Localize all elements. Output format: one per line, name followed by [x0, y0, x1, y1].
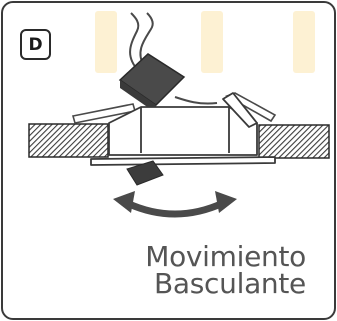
lamp-body — [126, 160, 164, 186]
fixture-housing — [90, 92, 276, 166]
ceiling-left — [28, 123, 109, 158]
step-badge: D — [20, 29, 51, 60]
caption: Movimiento Basculante — [145, 240, 306, 300]
tilting-downlight-illustration — [28, 11, 330, 218]
driver-box — [118, 53, 186, 113]
cables — [129, 12, 218, 105]
caption-line-2: Basculante — [154, 267, 306, 300]
step-badge-letter: D — [28, 34, 43, 55]
caption-line-1: Movimiento — [145, 240, 306, 273]
tilt-arrow-icon — [113, 191, 237, 218]
ceiling-right — [258, 124, 330, 159]
watermark — [95, 11, 315, 73]
